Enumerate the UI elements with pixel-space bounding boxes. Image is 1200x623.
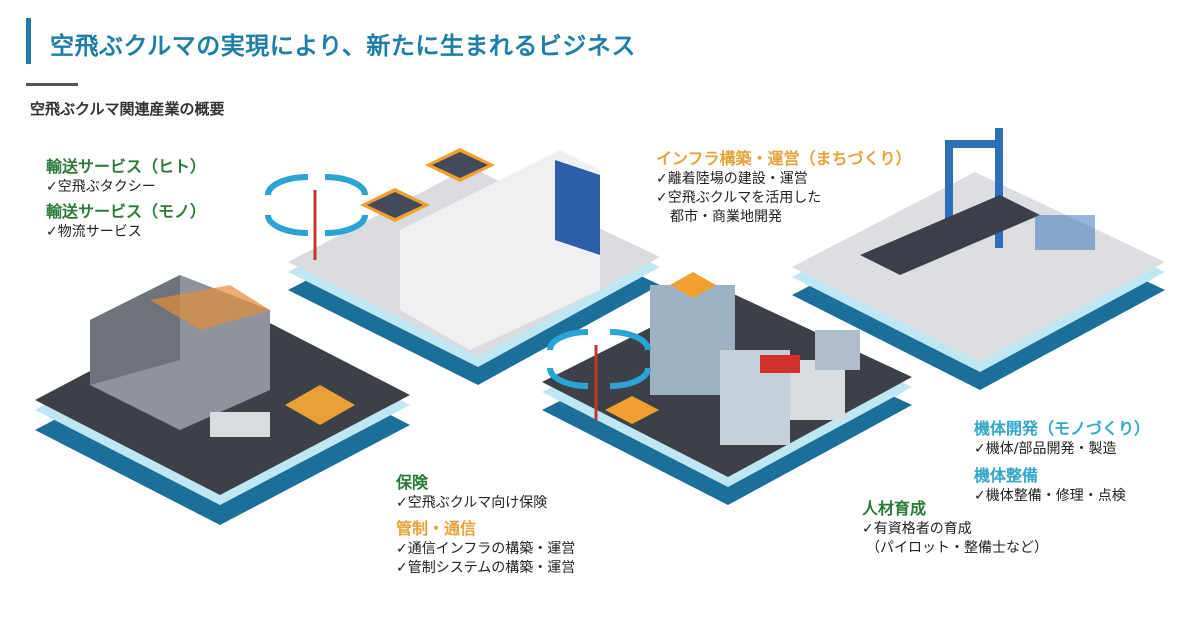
section-transport-people: 輸送サービス（ヒト） ✓空飛ぶタクシー bbox=[46, 156, 206, 197]
section-item: ✓機体整備・修理・点検 bbox=[974, 488, 1126, 504]
section-heading: 輸送サービス（モノ） bbox=[46, 202, 207, 221]
section-heading: 機体整備 bbox=[974, 466, 1039, 485]
section-item: ✓物流サービス bbox=[46, 224, 142, 240]
section-hr: 人材育成 ✓有資格者の育成 （パイロット・整備士など） bbox=[862, 498, 1048, 558]
section-item: ✓有資格者の育成 bbox=[862, 521, 972, 537]
section-item: ✓機体/部品開発・製造 bbox=[974, 441, 1117, 457]
section-heading: 保険 bbox=[396, 473, 429, 492]
title-accent-bar bbox=[26, 18, 31, 64]
section-item: ✓離着陸場の建設・運営 bbox=[656, 171, 808, 187]
section-item: ✓空飛ぶクルマを活用した bbox=[656, 190, 822, 206]
section-item: ✓空飛ぶクルマ向け保険 bbox=[396, 495, 548, 511]
section-transport-goods: 輸送サービス（モノ） ✓物流サービス bbox=[46, 201, 206, 242]
section-insurance: 保険 ✓空飛ぶクルマ向け保険 bbox=[396, 472, 547, 513]
section-dev: 機体開発（モノづくり） ✓機体/部品開発・製造 bbox=[974, 418, 1150, 459]
section-item: ✓管制システムの構築・運営 bbox=[396, 560, 576, 576]
section-control: 管制・通信 ✓通信インフラの構築・運営 ✓管制システムの構築・運営 bbox=[396, 518, 575, 578]
page-title: 空飛ぶクルマの実現により、新たに生まれるビジネス bbox=[50, 32, 636, 60]
section-heading: インフラ構築・運営（まちづくり） bbox=[656, 149, 912, 168]
section-heading: 管制・通信 bbox=[396, 519, 477, 538]
factory-platform bbox=[792, 128, 1165, 390]
section-item: （パイロット・整備士など） bbox=[866, 540, 1048, 556]
section-maint: 機体整備 ✓機体整備・修理・点検 bbox=[974, 465, 1126, 506]
section-heading: 人材育成 bbox=[862, 499, 927, 518]
section-heading: 輸送サービス（ヒト） bbox=[46, 157, 207, 176]
section-infra: インフラ構築・運営（まちづくり） ✓離着陸場の建設・運営 ✓空飛ぶクルマを活用し… bbox=[656, 148, 912, 227]
section-item: ✓空飛ぶタクシー bbox=[46, 179, 156, 195]
section-item: 都市・商業地開発 bbox=[670, 209, 782, 225]
city-platform bbox=[542, 272, 912, 505]
page-subtitle: 空飛ぶクルマ関連産業の概要 bbox=[30, 100, 225, 118]
vertiport-platform bbox=[265, 148, 660, 385]
logistics-platform bbox=[35, 275, 410, 525]
section-heading: 機体開発（モノづくり） bbox=[974, 419, 1151, 438]
subtitle-rule bbox=[26, 83, 78, 86]
section-item: ✓通信インフラの構築・運営 bbox=[396, 541, 576, 557]
